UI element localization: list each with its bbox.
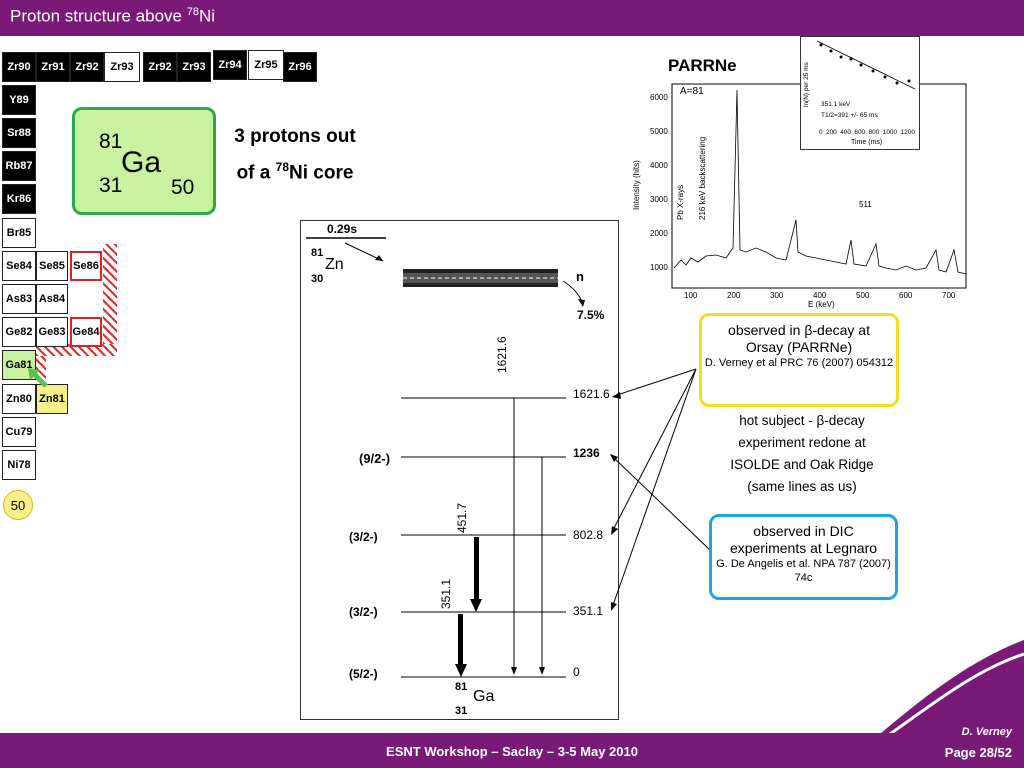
nuclide-ge84: Ge84 — [70, 317, 102, 347]
nuclide-se84: Se84 — [2, 251, 36, 281]
protons-statement: 3 protons out of a 78Ni core — [234, 126, 356, 184]
level-energy-1236: 1236 — [573, 446, 600, 460]
zn-charge: 30 — [311, 273, 324, 285]
level-spin-0: (5/2-) — [349, 667, 378, 681]
nuclide-se85: Se85 — [36, 251, 68, 281]
zn-symbol: Zn — [325, 256, 344, 273]
level-spin-1236: (9/2-) — [359, 451, 391, 466]
inset-halflife: T1/2=391 +/- 65 ms — [821, 112, 878, 119]
nuclide-as83: As83 — [2, 284, 36, 314]
parrne-label: PARRNe — [668, 56, 737, 75]
spectrum-ylabel: Intensity (hits) — [632, 160, 641, 210]
slide-title: Proton structure above 78Ni — [10, 6, 216, 26]
spectrum-ytick: 5000 — [650, 127, 668, 136]
spectrum-xtick: 500 — [856, 291, 870, 300]
spectrum-backscatter-label: 216 keV backscattering — [698, 136, 707, 220]
ga-daughter-charge: 31 — [455, 705, 468, 717]
ga-daughter-symbol: Ga — [473, 688, 495, 705]
spectrum-xtick: 100 — [684, 291, 698, 300]
inset-ylabel: ln(N) per 25 ms — [803, 62, 810, 107]
ga-proton-number: 31 — [99, 174, 123, 197]
level-spin-351: (3/2-) — [349, 605, 378, 619]
inset-plot — [816, 40, 916, 90]
nuclide-ni78: Ni78 — [2, 450, 36, 480]
nuclide-zn80: Zn80 — [2, 384, 36, 414]
footer-event: ESNT Workshop – Saclay – 3-5 May 2010 — [386, 744, 638, 759]
nuclide-kr86: Kr86 — [2, 184, 36, 214]
nuclide-y89: Y89 — [2, 85, 36, 115]
corner-swoosh — [880, 640, 1024, 734]
nuclide-zr96: Zr96 — [283, 52, 317, 82]
spectrum-xtick: 700 — [942, 291, 956, 300]
hot-subject-note: hot subject - β-decay experiment redone … — [730, 413, 874, 494]
inset-xlabel: Time (ms) — [851, 139, 883, 146]
hatch-shell-bottom — [36, 344, 117, 356]
spectrum-ytick: 4000 — [650, 161, 668, 170]
nuclide-ge83: Ge83 — [36, 317, 68, 347]
nuclide-rb87: Rb87 — [2, 151, 36, 181]
title-bar: Proton structure above 78Ni — [0, 0, 1024, 36]
orsay-callout: observed in β-decay at Orsay (PARRNe) D.… — [699, 313, 899, 407]
spectrum-ytick: 2000 — [650, 229, 668, 238]
spectrum-mass: A=81 — [680, 86, 704, 97]
nuclide-ga81: Ga81 — [2, 350, 36, 380]
nuclide-zr94: Zr94 — [213, 50, 247, 80]
level-scheme-drawing — [306, 237, 585, 678]
nuclide-zr90: Zr90 — [2, 52, 36, 82]
nuclide-zr92: Zr92 — [70, 52, 104, 82]
nuclide-zr92: Zr92 — [143, 52, 177, 82]
spectrum-xtick: 400 — [813, 291, 827, 300]
ga-symbol: Ga — [121, 146, 162, 179]
hatch-shell-ga — [36, 356, 46, 386]
nuclide-zr93: Zr93 — [177, 52, 211, 82]
neutron-percent: 7.5% — [577, 308, 605, 322]
nuclide-zr91: Zr91 — [36, 52, 70, 82]
ga-mass-number: 81 — [99, 130, 123, 153]
gamma-351: 351.1 — [439, 578, 453, 609]
nuclide-se86: Se86 — [70, 251, 102, 281]
spectrum-ytick: 1000 — [650, 263, 668, 272]
nuclide-sr88: Sr88 — [2, 118, 36, 148]
zn-mass: 81 — [311, 247, 324, 259]
ga-neutron-number: 50 — [171, 176, 195, 199]
spectrum-xtick: 600 — [899, 291, 913, 300]
footer-bar: ESNT Workshop – Saclay – 3-5 May 2010 D.… — [0, 726, 1024, 768]
spectrum-ytick: 3000 — [650, 195, 668, 204]
spectrum-ytick: 6000 — [650, 93, 668, 102]
level-energy-351: 351.1 — [573, 604, 604, 618]
gamma-451: 451.7 — [455, 502, 469, 533]
level-energy-0: 0 — [573, 665, 580, 679]
spectrum-xlabel: E (keV) — [808, 300, 835, 309]
level-spin-802: (3/2-) — [349, 530, 378, 544]
nuclide-as84: As84 — [36, 284, 68, 314]
spectrum-pbx-label: Pb X-rays — [676, 184, 685, 220]
halflife-label: 0.29s — [327, 222, 358, 236]
legnaro-callout: observed in DIC experiments at Legnaro G… — [709, 514, 898, 600]
ga81-nuclide-box: 81 Ga 31 50 — [72, 107, 216, 215]
hatch-shell-n — [103, 244, 117, 344]
spectrum-511-label: 511 — [859, 200, 872, 209]
spectrum-xtick: 200 — [727, 291, 741, 300]
footer-author: D. Verney — [961, 726, 1012, 738]
ga-daughter-mass: 81 — [455, 681, 468, 693]
level-scheme: 0.29s 81 Zn 30 n 7.5% 1621.6 1236 802.8 … — [300, 220, 619, 720]
gamma-1621: 1621.6 — [495, 336, 509, 373]
level-energy-1621: 1621.6 — [573, 387, 610, 401]
neutron-label: n — [576, 269, 584, 284]
nuclide-zn81: Zn81 — [36, 384, 68, 414]
nuclide-zr93: Zr93 — [104, 52, 140, 82]
footer-page-number: Page 28/52 — [944, 745, 1012, 760]
level-energy-802: 802.8 — [573, 528, 604, 542]
nuclide-cu79: Cu79 — [2, 417, 36, 447]
inset-energy: 351.1 keV — [821, 101, 851, 108]
spectrum-xtick: 300 — [770, 291, 784, 300]
decay-arrow-icon — [28, 368, 48, 388]
magic-number-badge: 50 — [3, 490, 33, 520]
nuclide-br85: Br85 — [2, 218, 36, 248]
nuclide-zr95: Zr95 — [248, 50, 284, 80]
nuclide-ge82: Ge82 — [2, 317, 36, 347]
